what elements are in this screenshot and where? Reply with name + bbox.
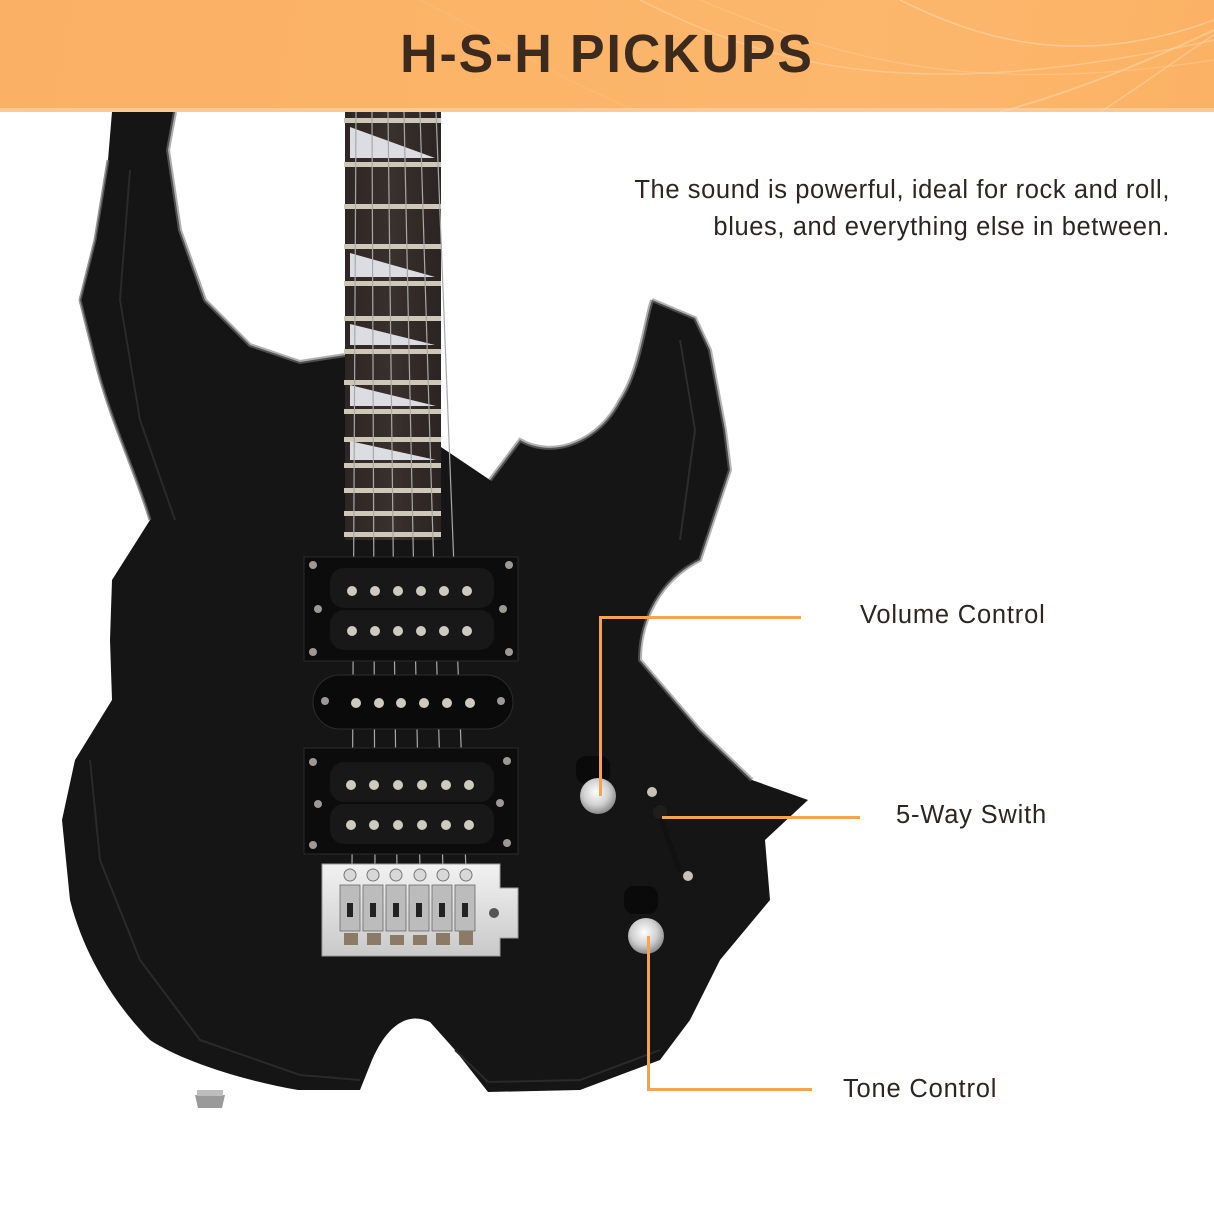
neck-humbucker-pickup [303,556,519,662]
middle-single-coil-pickup [312,674,514,730]
tremolo-bridge [321,863,519,957]
output-jack [195,1090,225,1108]
description-line-2: blues, and everything else in between. [713,213,1170,241]
volume-control-label: Volume Control [860,601,1046,629]
five-way-switch [647,787,693,881]
wave-pattern-decoration [0,0,1214,112]
bridge-humbucker-pickup [303,747,519,855]
description-line-1: The sound is powerful, ideal for rock an… [634,176,1170,204]
product-description: The sound is powerful, ideal for rock an… [634,172,1170,246]
header-banner: H-S-H PICKUPS [0,0,1214,112]
tone-control-label: Tone Control [843,1075,998,1103]
five-way-switch-label: 5-Way Swith [896,801,1047,829]
guitar-image [62,112,808,1108]
tone-knob [624,886,664,954]
fretboard [344,112,467,871]
volume-callout-line-h [599,616,801,619]
switch-callout-line [662,816,860,819]
tone-callout-line-v [647,936,650,1090]
banner-title: H-S-H PICKUPS [400,24,814,84]
volume-callout-line-v [599,616,602,796]
tone-callout-line-h [647,1088,812,1091]
